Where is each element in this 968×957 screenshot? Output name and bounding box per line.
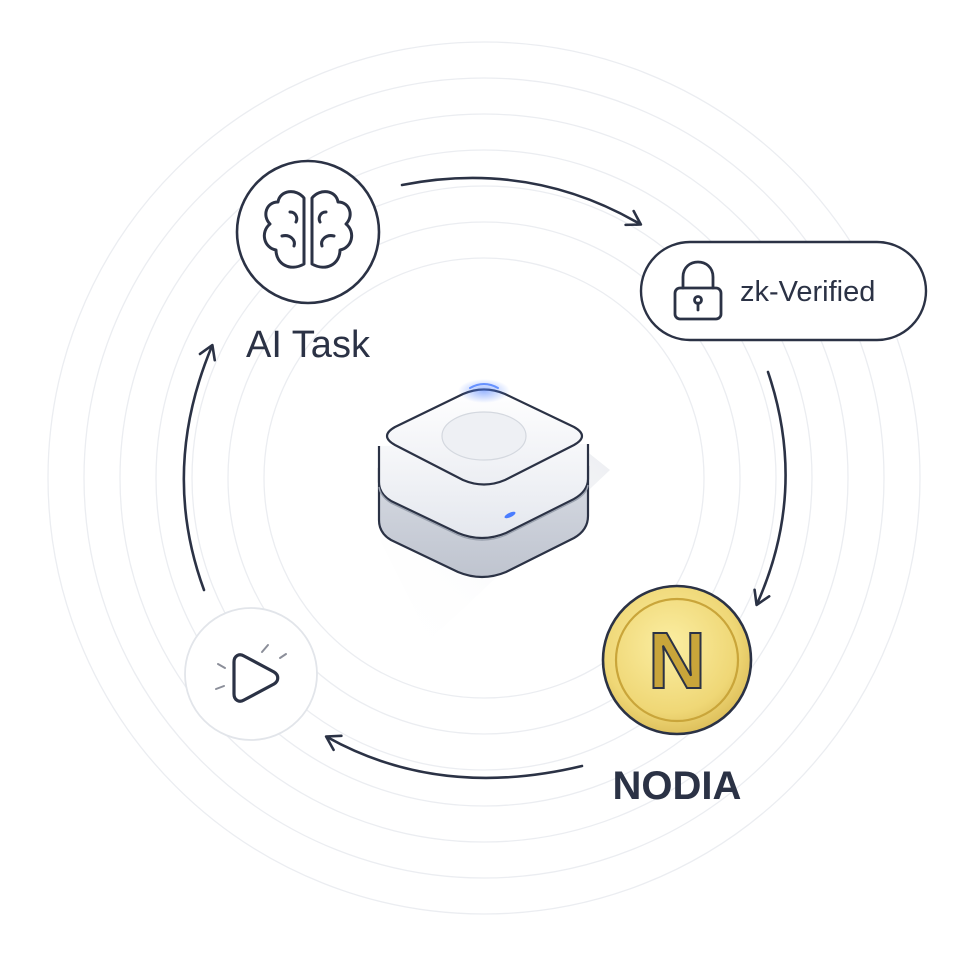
- lock-icon: [673, 260, 723, 321]
- arrow-verified-to-nodia: [753, 370, 787, 607]
- brain-icon: [262, 190, 354, 269]
- background-ring: [263, 257, 705, 699]
- zk-verified-label: zk-Verified: [740, 276, 875, 308]
- background-rings: [47, 41, 921, 915]
- play-icon: [215, 644, 287, 703]
- arrow-ai-to-verified: [400, 176, 643, 227]
- nodia-node: N NODIA: [601, 584, 753, 808]
- background-ring: [191, 185, 777, 771]
- execute-node: [184, 607, 318, 741]
- coin-letter: N: [648, 616, 706, 705]
- coin-icon: N: [601, 584, 753, 736]
- background-ring: [47, 41, 921, 915]
- background-ring: [119, 113, 849, 843]
- nodia-label: NODIA: [613, 764, 742, 808]
- ai-task-node: AI Task: [235, 159, 381, 366]
- ai-task-label: AI Task: [246, 324, 371, 366]
- background-ring: [155, 149, 813, 807]
- zk-verified-node: zk-Verified: [639, 240, 928, 342]
- arrow-execute-to-ai: [182, 343, 217, 592]
- node-device-icon: [377, 379, 610, 640]
- background-ring: [83, 77, 885, 879]
- background-ring: [227, 221, 741, 735]
- arrow-nodia-to-execute: [324, 734, 584, 780]
